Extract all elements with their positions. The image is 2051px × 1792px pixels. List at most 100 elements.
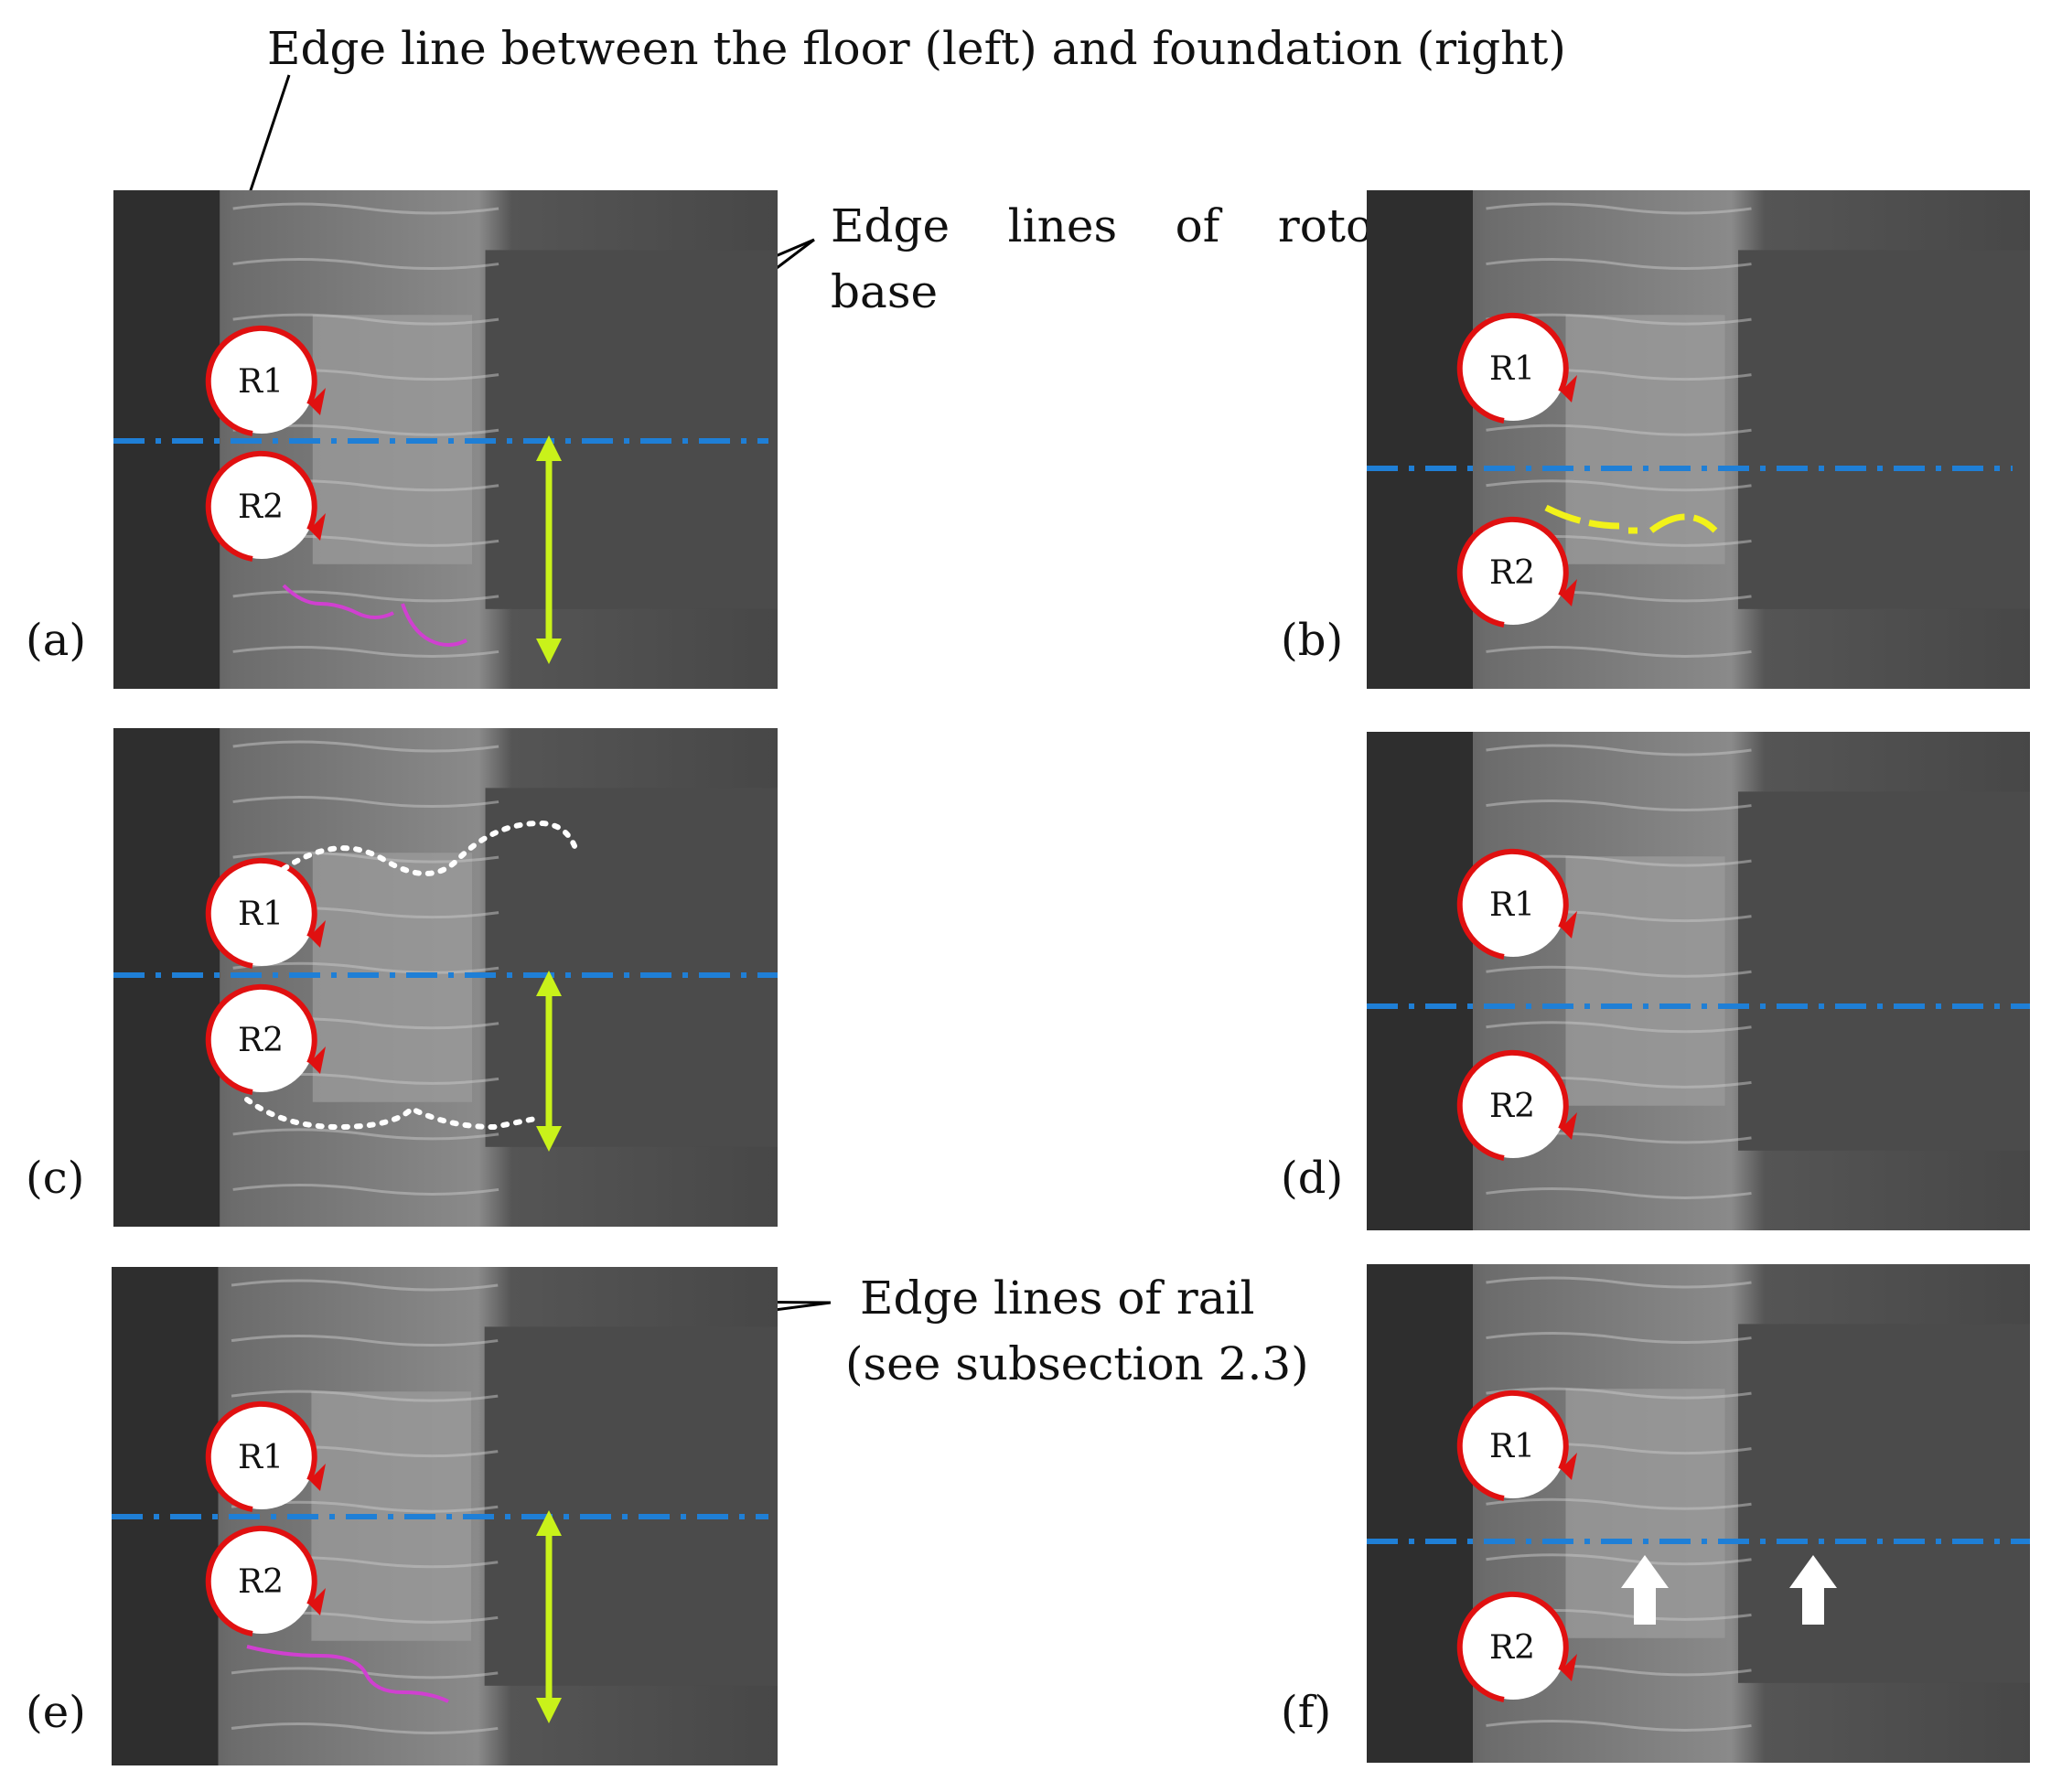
smoke-streak [232,313,499,326]
rotor-rotation-arrow [205,325,317,436]
dotted-outline-bottom [244,1097,542,1131]
smoke-streak [232,202,499,215]
rotor-r1 [209,860,315,966]
panel-foundation-block [1738,791,2030,1151]
rotor-r2 [1460,1052,1566,1158]
panel-label-d: (d) [1281,1153,1343,1204]
panel-wall-strip [1367,732,1473,1230]
rotor-r1 [209,1403,315,1509]
smoke-streak [1486,1497,1752,1510]
rotor-rotation-arrow [205,1400,317,1512]
smoke-streak [1486,202,1752,215]
smoke-streak [1486,744,1752,757]
panel-label-c: (c) [26,1153,84,1204]
rotor-rotation-arrow [1456,1390,1569,1501]
rotor-r2 [1460,1593,1566,1700]
panel-foundation-block [1738,250,2030,609]
rotor-rotation-arrow [205,450,317,562]
rotor-r2 [209,453,315,559]
panel-foundation-block [485,250,778,609]
smoke-streak [231,1722,499,1734]
rotor-rotation-arrow [1456,312,1569,424]
rotor-rotation-arrow [1456,1049,1569,1161]
rotor-label-r1: R1 [1489,886,1535,924]
rotor-rotation-arrow [205,857,317,969]
smoke-streak [232,258,499,271]
up-arrow-icon [1621,1555,1669,1625]
rotor-arrowhead-icon [1561,1654,1577,1681]
smoke-streak [1486,258,1752,271]
rotor-arrowhead-icon [1561,1112,1577,1140]
panel-label-e: (e) [26,1687,86,1738]
panel-rotor-base-plate [1565,856,1725,1106]
rotor-label-r1: R1 [238,896,284,933]
rotor-arrowhead-icon [1561,375,1577,402]
smoke-streak [232,851,499,864]
panel-label-f: (f) [1281,1687,1331,1738]
smoke-streak [231,1279,499,1292]
panel-wall-strip [1367,190,1473,689]
panel-foundation-block [1738,1324,2030,1683]
rotor-label-r2: R2 [1489,1088,1535,1125]
rotor-arrowhead-icon [1561,1453,1577,1480]
rotor-rotation-arrow [1456,1591,1569,1702]
smoke-streak [232,590,499,603]
smoke-streak [1486,645,1752,658]
rotor-base-annotation-line2: base [831,265,938,318]
yellow-trace [1544,504,1718,534]
rotor-label-r2: R2 [1489,1629,1535,1667]
rotor-arrowhead-icon [309,1588,326,1615]
rotor-label-r1: R1 [238,363,284,401]
smoke-streak [1486,1719,1752,1732]
rotor-arrowhead-icon [309,388,326,415]
smoke-streak [231,1335,499,1347]
smoke-streak [1486,799,1752,812]
rotor-arrowhead-icon [309,920,326,948]
rotor-label-r2: R2 [238,488,284,526]
panel-grid: (a)R1R2(b)R1R2(c)R1R2(d)R1R2(e)R1R2(f)R1… [26,190,2030,1765]
rotor-base-annotation-line1: Edge lines of rotor [831,199,1395,252]
rotor-arrowhead-icon [1561,911,1577,939]
rotor-label-r2: R2 [1489,554,1535,592]
rail-annotation-line1: Edge lines of rail [860,1272,1255,1325]
smoke-streak [1486,1186,1752,1199]
rotor-r1 [1460,851,1566,957]
smoke-streak [1486,479,1752,492]
rotor-arrowhead-icon [309,513,326,541]
smoke-streak [232,645,499,658]
dotted-outline-top [281,820,579,876]
wake-trace [401,603,467,647]
rail-annotation-line2: (see subsection 2.3) [845,1337,1309,1390]
rotor-rotation-arrow [1456,516,1569,628]
smoke-streak [232,796,499,809]
panel-label-b: (b) [1281,615,1343,666]
rotor-r2 [209,986,315,1092]
rotor-r2 [1460,519,1566,625]
rotor-rotation-arrow [205,983,317,1095]
rotor-label-r1: R1 [238,1439,284,1476]
panel-label-a: (a) [26,615,86,666]
smoke-streak [1486,424,1752,436]
floor-edge-annotation: Edge line between the floor (left) and f… [267,22,1566,75]
rotor-r2 [209,1528,315,1634]
rotor-label-r2: R2 [238,1022,284,1059]
smoke-streak [1486,1021,1752,1034]
wake-trace [282,584,394,619]
rotor-arrowhead-icon [1561,579,1577,606]
smoke-streak [232,1183,499,1196]
rotor-label-r1: R1 [1489,350,1535,388]
panel-wall-strip [1367,1264,1473,1763]
up-arrow-icon [1789,1555,1837,1625]
rotor-r1 [1460,1392,1566,1498]
rotor-r1 [1460,315,1566,421]
rotor-rotation-arrow [1456,848,1569,960]
smoke-streak [1486,965,1752,978]
rotor-label-r1: R1 [1489,1428,1535,1465]
smoke-streak [1486,1276,1752,1289]
panel-foundation-block [485,788,778,1147]
